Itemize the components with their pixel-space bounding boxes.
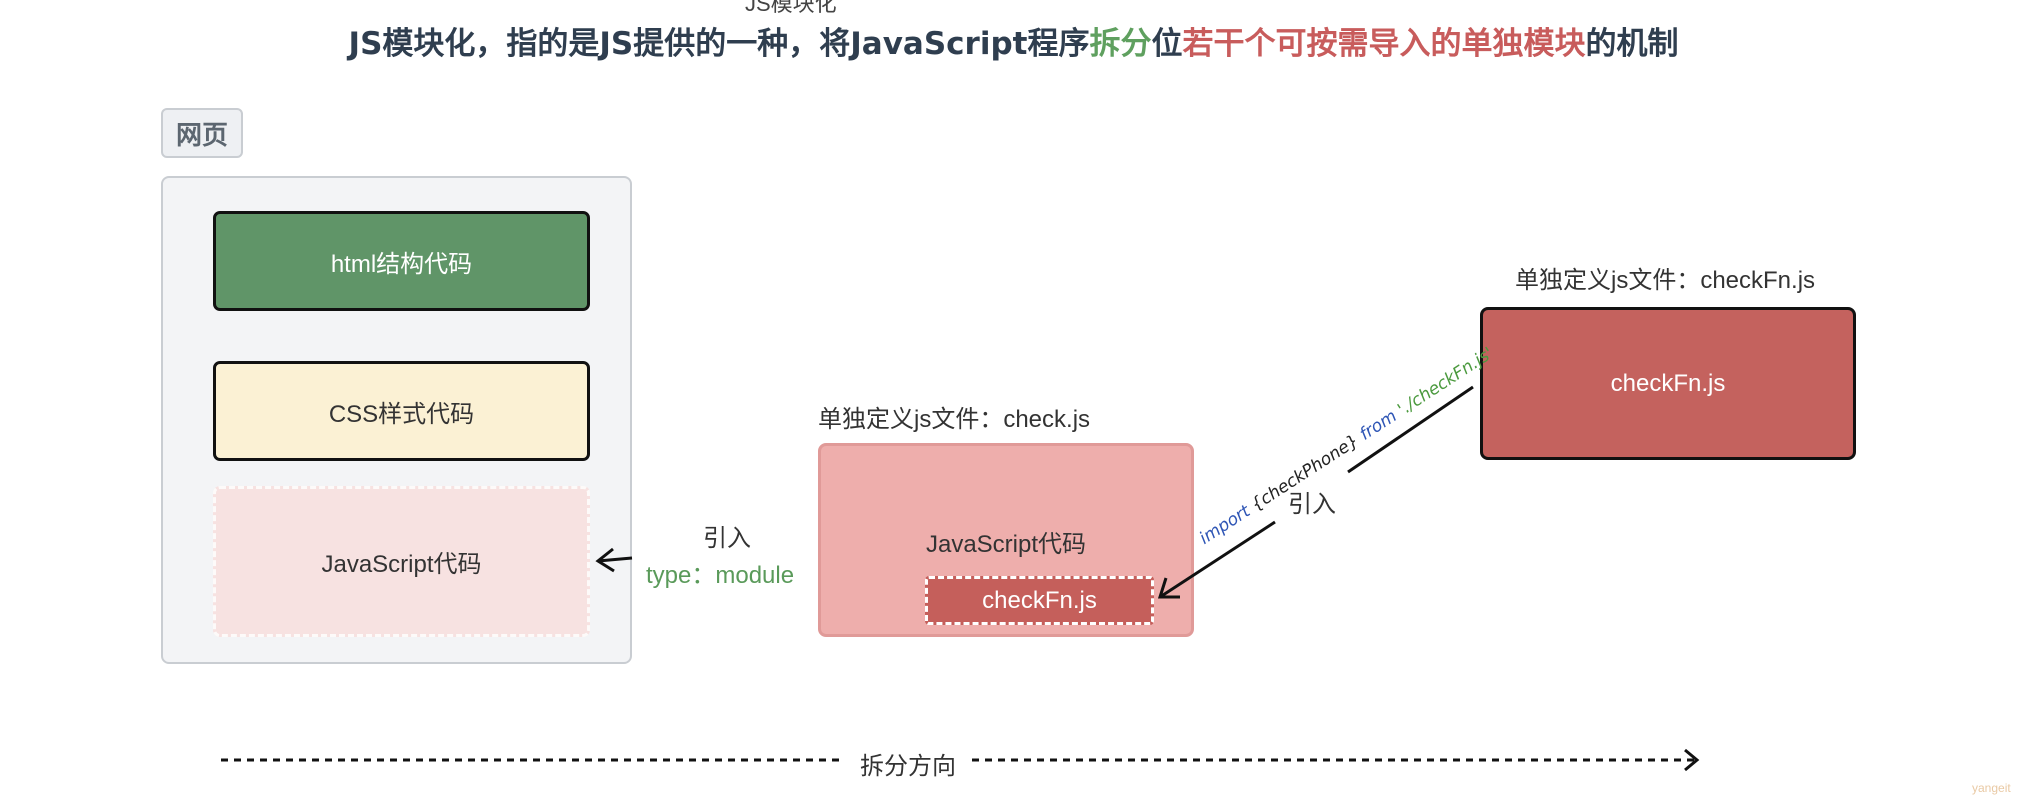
left-import-label: 引入	[703, 525, 751, 552]
javascript-code-block: JavaScript代码	[213, 486, 590, 637]
headline-part2: 位	[1151, 26, 1183, 62]
right-arrow-line-lower	[1159, 520, 1276, 599]
html-structure-block: html结构代码	[213, 211, 590, 311]
right-import-label: 引入	[1288, 491, 1336, 518]
headline-green-word: 拆分	[1089, 26, 1152, 62]
left-arrow-line	[597, 556, 633, 563]
type-module-label: type：module	[646, 562, 795, 589]
split-direction-label: 拆分方向	[860, 753, 956, 780]
webpage-tab: 网页	[161, 108, 243, 158]
css-style-block: CSS样式代码	[213, 361, 590, 461]
checkfn-js-panel: checkFn.js	[1480, 307, 1856, 460]
headline-part1: JS模块化，指的是JS提供的一种，将JavaScript程序	[348, 26, 1090, 62]
headline-red-phrase: 若干个可按需导入的单独模块	[1182, 26, 1586, 62]
watermark: yangeit	[1972, 781, 2011, 795]
check-js-inner-label: JavaScript代码	[925, 531, 1087, 558]
right-arrow-line-upper	[1347, 385, 1474, 474]
headline: JS模块化，指的是JS提供的一种，将JavaScript程序拆分位若干个可按需导…	[0, 18, 2027, 63]
checkfn-js-caption: 单独定义js文件：checkFn.js	[1515, 267, 1816, 294]
top-label: JS模块化	[745, 0, 837, 16]
direction-arrow-head	[1684, 748, 1700, 772]
headline-part3: 的机制	[1585, 26, 1679, 62]
nested-checkfn-module: checkFn.js	[925, 576, 1154, 625]
left-arrow-head	[595, 547, 615, 573]
check-js-caption: 单独定义js文件：check.js	[818, 406, 1091, 433]
right-arrow-head	[1157, 577, 1180, 599]
